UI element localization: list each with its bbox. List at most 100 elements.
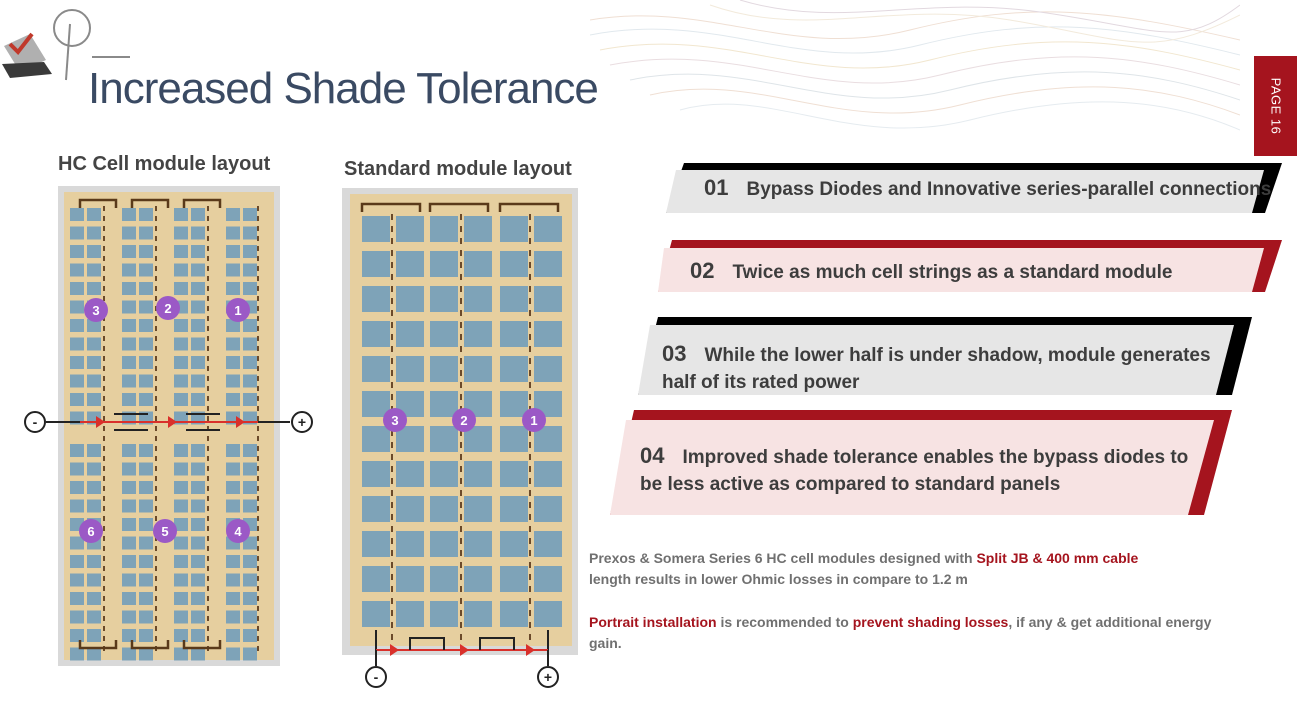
std-positive-terminal — [537, 666, 559, 688]
hc-cell — [226, 263, 240, 277]
std-string-link — [460, 358, 462, 364]
hc-string-link — [207, 356, 209, 361]
hc-string-link — [155, 346, 157, 351]
std-cell — [396, 356, 424, 382]
std-cell — [464, 356, 492, 382]
hc-marker-5-label: 5 — [161, 524, 168, 539]
hc-string-link — [257, 236, 259, 241]
std-string-link — [529, 502, 531, 508]
hc-cell — [87, 226, 101, 240]
hc-cell — [87, 393, 101, 406]
hc-cell — [226, 555, 240, 568]
hc-string-link — [207, 506, 209, 511]
card-02-number: 02 — [690, 258, 715, 283]
std-string-link — [460, 322, 462, 328]
hc-cell — [174, 374, 188, 388]
hc-bottom-bracket — [78, 640, 118, 650]
std-cell — [534, 356, 562, 382]
hc-cell — [243, 226, 257, 240]
hc-string-link — [155, 226, 157, 231]
hc-string-link — [103, 506, 105, 511]
hc-string-link — [257, 426, 259, 431]
hc-cell — [70, 444, 84, 457]
std-cell — [500, 601, 528, 627]
hc-string-link — [155, 566, 157, 571]
hc-string-link — [103, 516, 105, 521]
std-cell — [362, 391, 390, 417]
hc-cell — [70, 300, 84, 314]
hc-string-link — [257, 486, 259, 491]
hc-string-link — [103, 606, 105, 611]
hc-marker-6-label: 6 — [87, 524, 94, 539]
hc-string-link — [257, 456, 259, 461]
std-cell — [534, 461, 562, 487]
hc-cell — [70, 245, 84, 258]
std-marker-3-label: 3 — [391, 413, 398, 428]
hc-string-link — [103, 476, 105, 481]
hc-negative-terminal — [24, 411, 46, 433]
hc-string-link — [257, 526, 259, 531]
hc-string-link — [207, 266, 209, 271]
hc-string-link — [257, 216, 259, 221]
std-cell — [464, 251, 492, 277]
hc-string-link — [257, 396, 259, 401]
std-cell — [500, 566, 528, 592]
hc-string-link — [207, 276, 209, 281]
hc-string-link — [103, 256, 105, 261]
hc-string-link — [257, 466, 259, 471]
hc-cell — [243, 462, 257, 476]
std-string-link — [460, 586, 462, 592]
hc-cell — [243, 629, 257, 642]
std-string-link — [460, 442, 462, 448]
hc-string-link — [103, 636, 105, 641]
hc-string-link — [207, 546, 209, 551]
hc-string-link — [257, 536, 259, 541]
hc-string-link — [103, 576, 105, 581]
std-string-link — [529, 562, 531, 568]
std-string-link — [529, 526, 531, 532]
std-string-link — [460, 490, 462, 496]
hc-string-link — [155, 396, 157, 401]
hc-string-link — [257, 546, 259, 551]
hc-marker-4-label: 4 — [234, 524, 242, 539]
hc-string-link — [155, 616, 157, 621]
company-logo — [2, 9, 91, 81]
std-cell — [500, 461, 528, 487]
hc-string-link — [103, 336, 105, 341]
info-paragraph-1: Prexos & Somera Series 6 HC cell modules… — [589, 548, 1229, 590]
hc-cell — [139, 337, 153, 351]
hc-string-link — [257, 596, 259, 601]
hc-string-link — [103, 526, 105, 531]
std-string-link — [529, 214, 531, 220]
hc-cell — [139, 573, 153, 587]
std-string-link — [529, 394, 531, 400]
hc-string-link — [103, 436, 105, 441]
hc-cell — [243, 245, 257, 258]
hc-cell — [226, 573, 240, 587]
hc-string-link — [257, 616, 259, 621]
hc-string-link — [257, 516, 259, 521]
std-cell — [396, 286, 424, 312]
hc-cell — [87, 462, 101, 476]
hc-string-link — [103, 246, 105, 251]
hc-cell — [70, 374, 84, 388]
hc-marker-2-label: 2 — [164, 301, 171, 316]
std-top-bracket — [498, 202, 560, 212]
std-string-link — [391, 550, 393, 556]
page-number-tab: PAGE 16 — [1254, 56, 1297, 156]
std-string-link — [529, 370, 531, 376]
page-title: Increased Shade Tolerance — [88, 64, 599, 113]
hc-string-link — [155, 546, 157, 551]
hc-marker-2 — [156, 296, 180, 320]
std-string-link — [529, 514, 531, 520]
std-marker-1-label: 1 — [530, 413, 537, 428]
hc-string-link — [155, 316, 157, 321]
hc-string-link — [103, 406, 105, 411]
hc-cell — [243, 319, 257, 332]
hc-string-link — [257, 496, 259, 501]
hc-string-link — [103, 396, 105, 401]
hc-string-link — [257, 476, 259, 481]
